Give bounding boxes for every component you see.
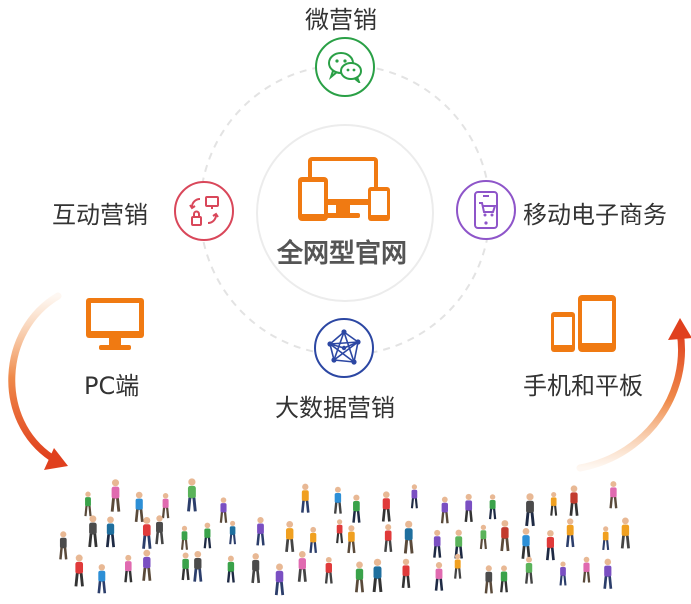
person-figure — [401, 558, 411, 589]
person-figure — [521, 528, 531, 559]
person-figure — [500, 565, 508, 593]
wechat-label: 微营销 — [305, 6, 377, 34]
person-figure — [525, 556, 533, 584]
devices-icon — [296, 155, 396, 227]
person-figure — [525, 493, 535, 527]
person-figure — [347, 525, 356, 554]
person-figure — [309, 526, 318, 553]
person-figure — [381, 491, 391, 522]
person-figure — [142, 516, 152, 549]
person-figure — [110, 479, 121, 512]
person-figure — [251, 553, 261, 584]
person-figure — [324, 556, 333, 584]
person-figure — [454, 553, 462, 579]
person-figure — [134, 491, 144, 522]
person-figure — [602, 526, 610, 551]
person-figure — [333, 486, 342, 514]
person-figure — [285, 520, 295, 553]
person-figure — [97, 564, 107, 594]
person-figure — [479, 524, 487, 550]
person-figure — [74, 554, 84, 587]
person-figure — [434, 562, 444, 591]
person-figure — [603, 558, 613, 589]
person-figure — [565, 518, 575, 548]
right-arrow — [576, 328, 685, 472]
phone-tablet-icon — [550, 294, 620, 354]
person-figure — [620, 517, 630, 549]
person-figure — [187, 478, 197, 512]
person-figure — [88, 515, 98, 548]
person-figure — [500, 520, 510, 552]
person-figure — [545, 530, 555, 561]
person-figure — [464, 493, 473, 523]
person-figure — [569, 485, 579, 516]
interactive-label: 互动营销 — [52, 201, 148, 229]
right-arrowhead — [668, 318, 691, 340]
person-figure — [84, 491, 92, 517]
person-figure — [403, 520, 414, 554]
person-figure — [372, 558, 383, 593]
person-figure — [181, 552, 190, 581]
interactive-icon — [174, 181, 234, 241]
person-figure — [193, 550, 203, 582]
mobile-tablet-label: 手机和平板 — [523, 372, 643, 400]
mobile-commerce-label: 移动电子商务 — [523, 201, 667, 229]
pc-label: PC端 — [84, 372, 140, 400]
person-figure — [433, 529, 442, 558]
person-figure — [155, 515, 164, 545]
person-figure — [161, 493, 170, 519]
big-data-label: 大数据营销 — [275, 394, 395, 422]
left-arrowhead — [44, 448, 68, 470]
person-figure — [454, 529, 463, 559]
person-figure — [384, 524, 393, 553]
person-figure — [488, 494, 497, 520]
person-figure — [559, 561, 567, 586]
person-figure — [124, 554, 133, 583]
person-figure — [609, 481, 618, 509]
person-figure — [336, 519, 344, 544]
network-icon — [314, 318, 374, 378]
person-figure — [180, 525, 189, 550]
person-figure — [105, 516, 116, 548]
person-figure — [203, 522, 212, 549]
person-figure — [301, 483, 310, 513]
person-figure — [256, 517, 265, 546]
person-figure — [582, 556, 591, 583]
person-figure — [219, 497, 228, 523]
person-figure — [354, 561, 365, 593]
person-figure — [484, 565, 493, 594]
person-figure — [229, 520, 237, 545]
wechat-icon — [315, 37, 375, 97]
person-figure — [142, 549, 152, 581]
person-figure — [550, 491, 558, 516]
monitor-icon — [85, 297, 145, 352]
mobile-cart-icon — [456, 180, 516, 240]
person-figure — [226, 555, 235, 583]
person-figure — [410, 484, 418, 509]
person-figure — [274, 563, 285, 596]
person-figure — [440, 496, 449, 524]
center-label: 全网型官网 — [277, 239, 408, 269]
person-figure — [59, 531, 68, 560]
person-figure — [352, 494, 361, 523]
left-arrow — [8, 292, 62, 462]
person-figure — [297, 551, 307, 582]
